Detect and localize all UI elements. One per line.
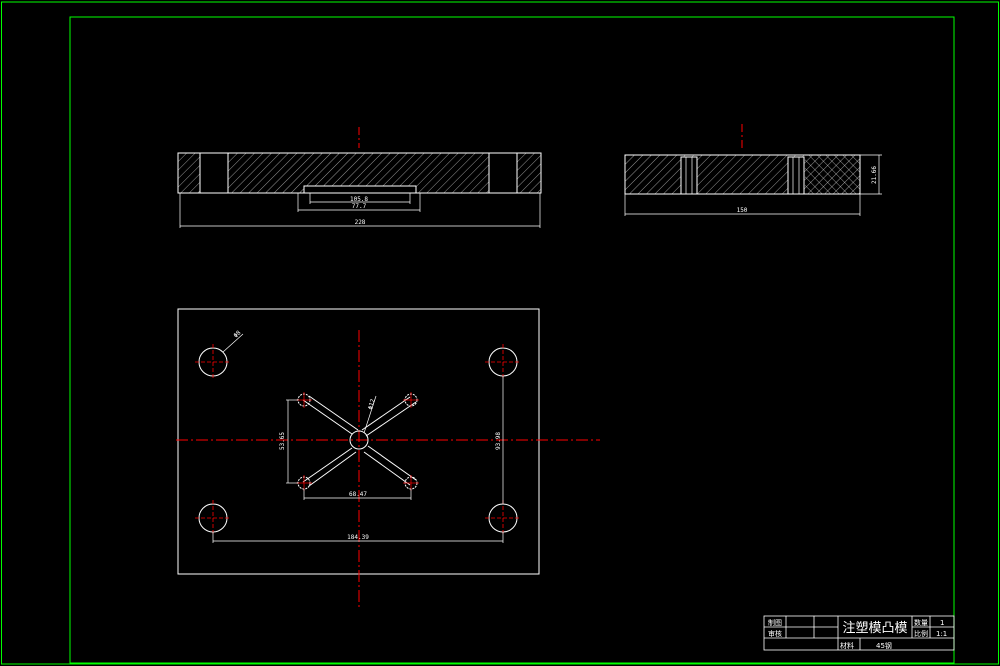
cavity-gate [403, 392, 419, 408]
title-block [763, 615, 955, 651]
corner-hole [195, 344, 231, 380]
corner-hole [195, 500, 231, 536]
dim-side-width: 150 [737, 207, 748, 214]
front-section-view: 105.8 77.7 228 [177, 127, 542, 228]
dim-side-height: 21.66 [871, 166, 878, 184]
cavity-gate [296, 392, 312, 408]
dim-corner-hole: Φ8 [232, 329, 242, 339]
corner-hole [485, 500, 521, 536]
title-block-row2-label: 审核 [768, 629, 782, 638]
dim-slot-upper: 105.8 [350, 196, 368, 203]
dim-overall-length: 228 [355, 219, 366, 226]
sprue-center-hole [349, 430, 369, 450]
material-label: 材料 [840, 641, 854, 650]
plan-view: Φ8 [176, 308, 600, 610]
qty-value: 1 [940, 619, 944, 627]
inner-border [69, 16, 955, 664]
dim-right-vertical: 93.98 [495, 432, 502, 450]
dim-left-vertical: 53.65 [279, 432, 286, 450]
dim-slot-lower: 77.7 [352, 203, 367, 210]
material-value: 45钢 [876, 641, 892, 650]
dim-large-horizontal: 184.39 [347, 534, 369, 541]
runner-cross [302, 395, 417, 487]
qty-label: 数量 [914, 618, 928, 627]
dim-small-horizontal: 68.47 [349, 491, 367, 498]
title-block-row1-label: 制图 [768, 618, 782, 627]
side-section-view: 150 21.66 [624, 124, 882, 216]
scale-value: 1:1 [936, 630, 947, 638]
side-view-outline [624, 154, 861, 195]
drawing-title: 注塑模凸模 [842, 621, 907, 636]
dim-center-hole: Φ12 [367, 398, 377, 411]
corner-hole [485, 344, 521, 380]
cavity-gate [403, 475, 419, 491]
scale-label: 比例 [914, 629, 928, 638]
